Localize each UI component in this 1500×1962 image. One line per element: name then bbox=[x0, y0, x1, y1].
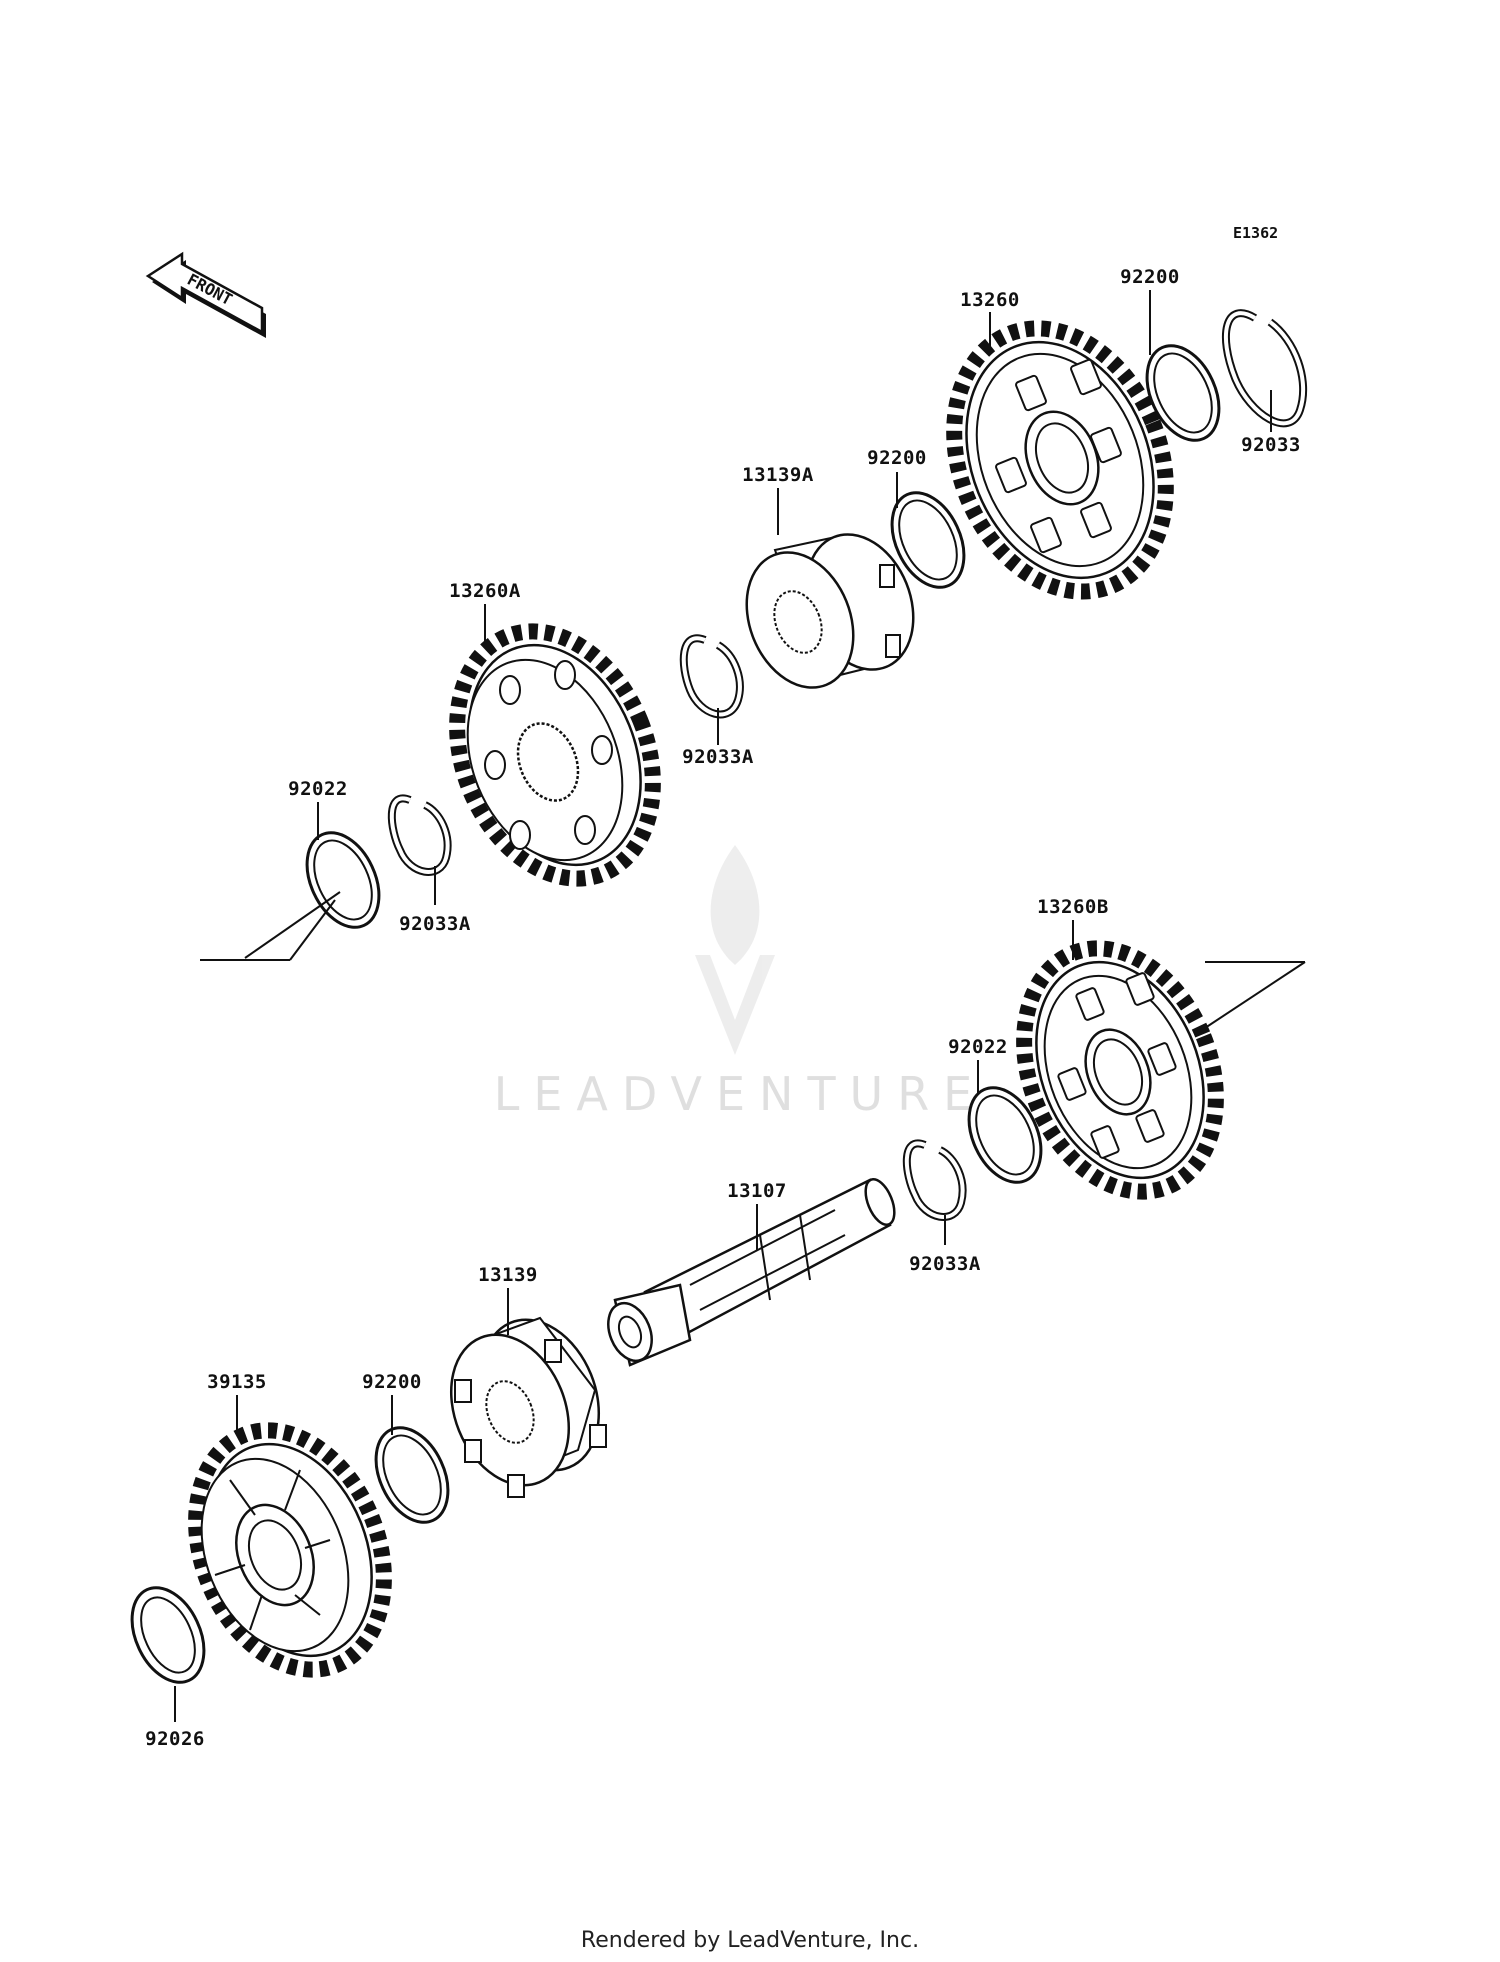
circlip-92033A-c bbox=[902, 1139, 967, 1221]
watermark-text: LEADVENTURE bbox=[494, 1067, 987, 1121]
label-13107: 13107 bbox=[727, 1180, 787, 1202]
label-92200-mid: 92200 bbox=[867, 447, 927, 469]
label-13139: 13139 bbox=[478, 1264, 538, 1286]
label-92026: 92026 bbox=[145, 1728, 205, 1750]
front-arrow-icon: FRONT bbox=[145, 251, 266, 338]
gear-13139 bbox=[449, 1316, 607, 1498]
label-13260A: 13260A bbox=[449, 580, 521, 602]
shaft-13107 bbox=[607, 1178, 896, 1367]
gear-39135 bbox=[188, 1422, 392, 1678]
washer-92200-top bbox=[1145, 344, 1221, 442]
washer-92022-top bbox=[305, 831, 381, 929]
gear-13260 bbox=[946, 320, 1174, 600]
washer-92200-mid bbox=[890, 491, 966, 589]
gear-13260B bbox=[1016, 940, 1224, 1200]
label-92022-top: 92022 bbox=[288, 778, 348, 800]
label-39135: 39135 bbox=[207, 1371, 267, 1393]
leadventure-watermark: LEADVENTURE bbox=[494, 845, 987, 1121]
label-92033A-c: 92033A bbox=[909, 1253, 981, 1275]
washer-92200-bottom bbox=[374, 1426, 450, 1524]
label-92200-top: 92200 bbox=[1120, 266, 1180, 288]
circlip-92033 bbox=[1221, 309, 1308, 428]
washer-92022-bottom bbox=[967, 1086, 1043, 1184]
label-92200-bottom: 92200 bbox=[362, 1371, 422, 1393]
circlip-92033A-b bbox=[387, 794, 452, 876]
gear-13260A bbox=[449, 623, 661, 887]
footer-credit: Rendered by LeadVenture, Inc. bbox=[580, 1928, 920, 1953]
label-92033A-b: 92033A bbox=[399, 913, 471, 935]
label-92033: 92033 bbox=[1241, 434, 1301, 456]
diagram-code: E1362 bbox=[1233, 224, 1278, 242]
label-13139A: 13139A bbox=[742, 464, 814, 486]
washer-92026 bbox=[130, 1586, 206, 1684]
label-92033A-a: 92033A bbox=[682, 746, 754, 768]
circlip-92033A-a bbox=[679, 634, 744, 719]
gear-13139A bbox=[745, 533, 915, 689]
label-13260B: 13260B bbox=[1037, 896, 1109, 918]
label-92022-bottom: 92022 bbox=[948, 1036, 1008, 1058]
label-13260: 13260 bbox=[960, 289, 1020, 311]
